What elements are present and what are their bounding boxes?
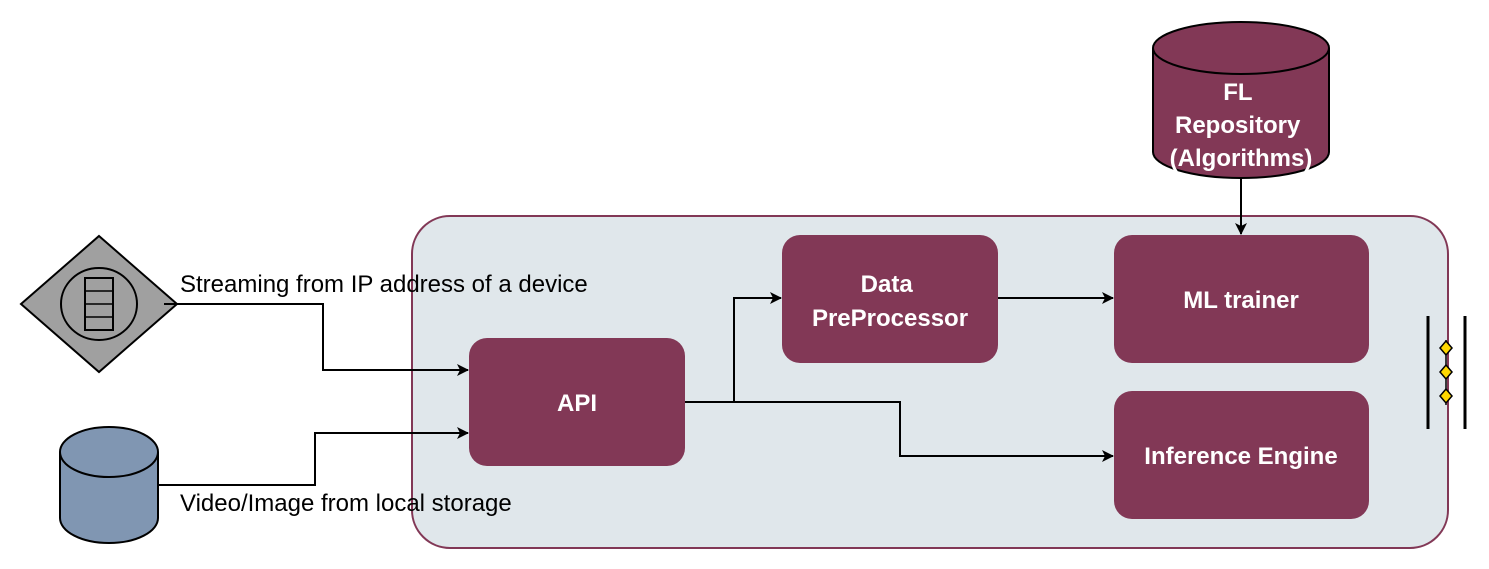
svg-text:FL Repository (Alg: FL Repository (Algorithms) — [1170, 79, 1313, 172]
ml-trainer-label: ML trainer — [1183, 287, 1299, 314]
local-storage-cylinder — [59, 426, 159, 544]
fl-repository-cylinder: FL Repository (Algorithms) — [1152, 21, 1330, 179]
streaming-label: Streaming from IP address of a device — [180, 271, 588, 298]
inference-engine-box: Inference Engine — [1114, 391, 1369, 519]
ml-trainer-box: ML trainer — [1114, 235, 1369, 363]
data-preprocessor-line-1: Data — [861, 271, 914, 298]
api-to-preprocessor-arrow — [685, 292, 782, 403]
api-to-inference-arrow — [734, 401, 1114, 462]
fl-repository-line-1: FL — [1223, 79, 1252, 106]
api-box: API — [469, 338, 685, 466]
local-video-label: Video/Image from local storage — [180, 490, 512, 517]
stack-marker-icon — [1426, 316, 1467, 429]
streaming-arrow — [164, 303, 469, 376]
data-preprocessor-box: Data PreProcessor — [782, 235, 998, 363]
document-icon — [84, 277, 114, 331]
ip-device-diamond — [19, 234, 179, 374]
inference-engine-label: Inference Engine — [1144, 443, 1337, 470]
data-preprocessor-line-2: PreProcessor — [812, 305, 968, 332]
fl-repository-line-3: (Algorithms) — [1170, 145, 1313, 172]
fl-repository-line-2: Repository — [1175, 112, 1301, 139]
api-label: API — [557, 390, 597, 417]
svg-text:Data PreProcessor: Data PreProcessor — [812, 271, 968, 332]
local-video-arrow — [158, 427, 469, 486]
